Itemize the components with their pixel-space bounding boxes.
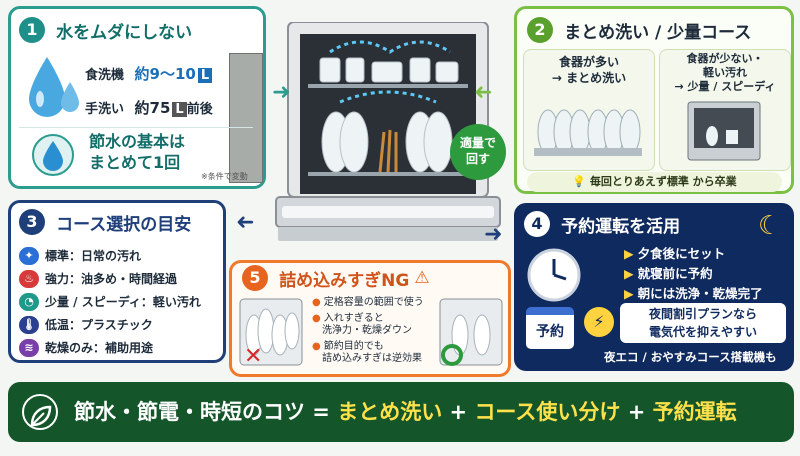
footnote: ※条件で変動	[201, 172, 248, 181]
warning-item: ●入れすぎると洗浄力・乾燥ダウン	[312, 313, 412, 336]
step-number: 4	[524, 211, 550, 237]
warning-item: ●節約目的でも詰め込みすぎは逆効果	[312, 341, 422, 364]
step-number: 1	[19, 17, 45, 43]
night-discount-tip: 夜間割引プランなら 電気代を抑えやすい	[620, 303, 786, 343]
panel-title: 予約運転を活用	[561, 216, 681, 237]
speedometer-icon: ◔	[19, 293, 39, 311]
arrow-right-icon: ➜	[272, 80, 291, 105]
water-saving-tip: 節水の基本は まとめて1回	[89, 132, 186, 172]
panel-title: 詰め込みすぎNG	[279, 270, 410, 291]
overload-warning-panel: 5 詰め込みすぎNG ⚠ ✕ ●定格容量の範囲で使う ●入れすぎると洗浄力・乾燥…	[229, 260, 511, 377]
summary-text: 節水・節電・時短のコツ = まとめ洗い + コース使い分け + 予約運転	[74, 400, 737, 424]
sparkle-icon: ✦	[19, 247, 39, 265]
thermometer-icon: 🌡	[19, 316, 39, 334]
arrow-left-icon: ➜	[236, 210, 255, 235]
small-load-card: 食器が少ない・ 軽い汚れ → 少量 / スピーディ	[659, 49, 791, 171]
step-number: 3	[19, 209, 45, 235]
small-water-drop-icon	[61, 82, 79, 112]
schedule-step: ▶夕食後にセット	[624, 246, 726, 261]
course-dry-only: ≋乾燥のみ：補助用途	[19, 339, 153, 357]
course-guide-panel: 3 コース選択の目安 ✦標準：日常の汚れ ♨強力：油多め・時間経過 ◔少量 / …	[8, 200, 226, 363]
arrow-right-icon: ➜	[484, 222, 503, 247]
batch-wash-panel: 2 まとめ洗い / 少量コース 食器が多い → まとめ洗い 食器が少ない・ 軽い…	[514, 6, 794, 194]
course-standard: ✦標準：日常の汚れ	[19, 247, 141, 265]
warning-item: ●定格容量の範囲で使う	[312, 297, 424, 308]
course-low-temp: 🌡低温：プラスチック	[19, 316, 153, 334]
panel-title: 水をムダにしない	[56, 22, 193, 43]
scheduled-run-panel: 4 予約運転を活用 ☾ 予約 ▶夕食後にセット ▶就寝前に予約 ▶朝には洗浄・乾…	[514, 203, 794, 371]
schedule-step: ▶就寝前に予約	[624, 266, 713, 281]
eco-note: 夜エコ / おやすみコース搭載機も	[604, 350, 777, 364]
panel-title: コース選択の目安	[56, 214, 192, 235]
overloaded-rack-icon: ✕	[239, 298, 303, 369]
handwash-water-bar	[229, 53, 263, 183]
small-load-dishwasher-icon	[687, 101, 761, 161]
warning-icon: ⚠	[414, 268, 430, 288]
arrow-left-icon: ➜	[474, 80, 493, 105]
water-drop-badge-icon	[32, 134, 74, 176]
course-speedy: ◔少量 / スピーディ：軽い汚れ	[19, 293, 201, 311]
lightning-icon: ⚡	[584, 307, 614, 337]
step-number: 5	[242, 265, 268, 291]
course-heavy: ♨強力：油多め・時間経過	[19, 270, 177, 288]
svg-text:✕: ✕	[244, 344, 262, 369]
steam-icon: ≋	[19, 339, 39, 357]
clock-icon	[527, 248, 581, 302]
pot-icon: ♨	[19, 270, 39, 288]
calendar-icon: 予約	[526, 307, 574, 349]
panel-title: まとめ洗い / 少量コース	[564, 22, 752, 43]
proper-rack-icon	[439, 298, 503, 366]
dishwasher-illustration	[275, 22, 501, 241]
schedule-step: ▶朝には洗浄・乾燥完了	[624, 286, 763, 301]
leaf-icon	[22, 394, 58, 430]
moon-icon: ☾	[758, 211, 782, 241]
full-load-card: 食器が多い → まとめ洗い	[523, 49, 655, 171]
step-number: 2	[527, 17, 553, 43]
summary-banner: 節水・節電・時短のコツ = まとめ洗い + コース使い分け + 予約運転	[8, 382, 794, 442]
lightbulb-icon: 💡	[572, 175, 586, 188]
full-rack-icon	[534, 109, 642, 156]
proper-load-bubble: 適量で 回す	[450, 124, 506, 180]
water-drop-icon	[29, 57, 65, 117]
tip-banner: 💡 毎回とりあえず標準 から卒業	[527, 172, 782, 192]
